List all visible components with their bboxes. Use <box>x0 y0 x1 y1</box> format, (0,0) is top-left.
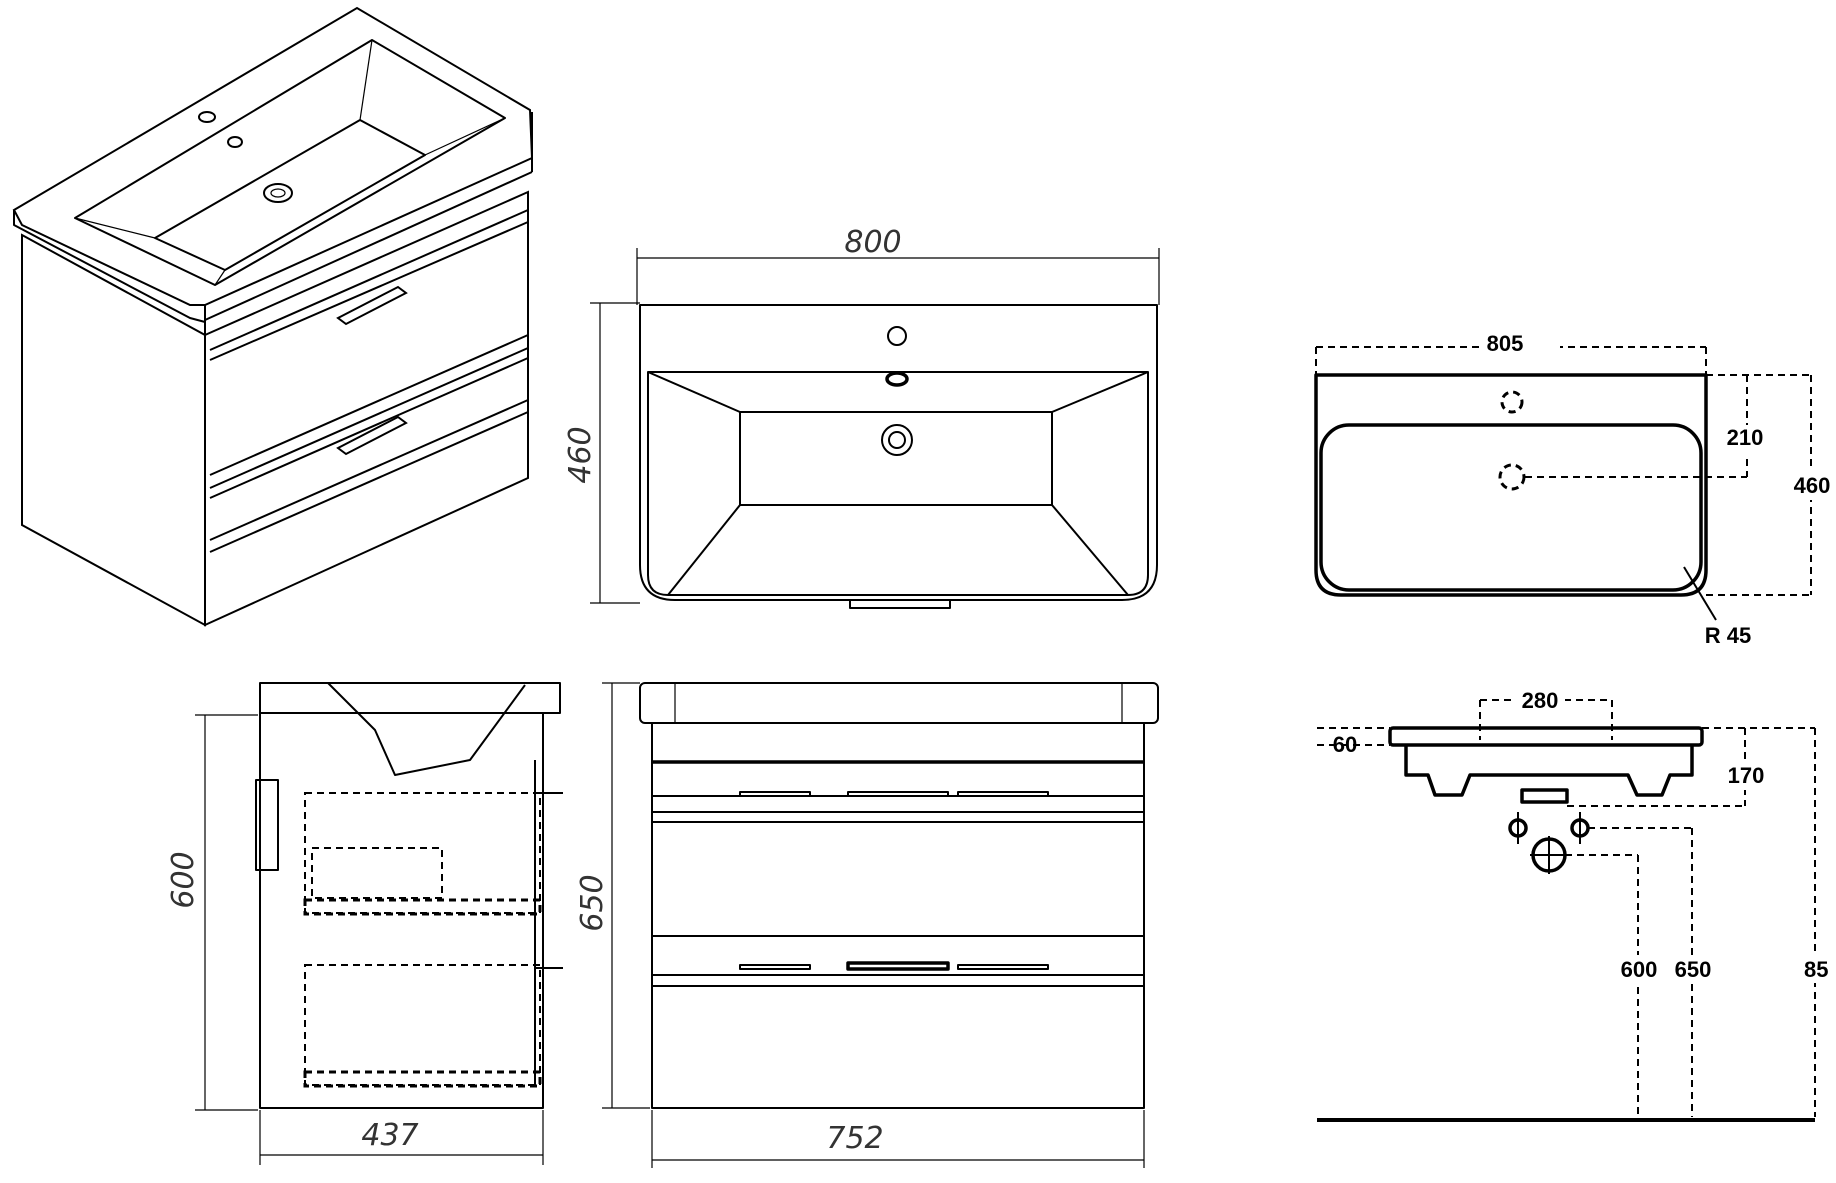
side-view-lower-drawer <box>304 964 541 1086</box>
plan-outline <box>1314 373 1708 597</box>
front-view-basin-slab <box>639 682 1159 724</box>
top-view-tap-hole <box>887 326 907 346</box>
bowl-edge-1 <box>74 217 156 239</box>
basin-front-edge <box>13 210 206 323</box>
drain-hole <box>263 183 293 203</box>
dim-label-600: 600 <box>166 851 201 908</box>
front-view-handle-lower-left <box>739 964 811 970</box>
plan-dim-label-210: 210 <box>1727 425 1764 450</box>
side-view: 600 437 <box>166 682 563 1165</box>
drawer-divider-line-2 <box>209 347 529 489</box>
drain-hole-inner <box>270 188 286 198</box>
top-view-overflow-hole <box>885 371 909 387</box>
dim-label-800: 800 <box>844 225 901 260</box>
side-view-lower-drawer-base <box>303 1070 542 1088</box>
elev-label-280-bg <box>1515 684 1565 714</box>
top-view: 800 460 <box>563 225 1160 609</box>
plan-view: 805 210 460 R 45 <box>1314 330 1836 648</box>
top-view-drain-hole-inner <box>888 431 906 449</box>
bowl-edge-4 <box>214 269 226 286</box>
elev-basin-body <box>1404 745 1694 797</box>
elev-dim-label-60: 60 <box>1333 732 1357 757</box>
top-view-drain-hole <box>881 424 913 456</box>
front-view-handle-lower-right <box>957 964 1049 970</box>
elev-label-600-bg <box>1615 955 1663 983</box>
elev-dim-label-650: 650 <box>1675 957 1712 982</box>
plan-label-805-bg <box>1480 330 1560 360</box>
drawer-bottom-line <box>209 399 529 541</box>
plan-bowl <box>1319 423 1703 592</box>
plan-dim-label-460: 460 <box>1794 473 1831 498</box>
top-view-bowl-edge-2 <box>1051 371 1149 413</box>
top-view-bowl-edge-4 <box>1051 504 1129 596</box>
top-view-bowl-edge-3 <box>667 504 741 596</box>
drawer-divider-line-3 <box>209 357 529 499</box>
elev-label-650-bg <box>1668 955 1716 983</box>
basin-top-face <box>12 6 534 306</box>
side-view-wall-bracket <box>255 779 279 871</box>
front-view-handle-lower-mid <box>846 961 950 971</box>
elev-drain-outlet <box>1520 788 1569 804</box>
plan-tap-hole <box>1500 390 1524 414</box>
elev-label-170-bg <box>1720 760 1770 790</box>
elev-dim-label-85: 85 <box>1804 957 1828 982</box>
isometric-view <box>12 6 534 627</box>
elev-basin-rim <box>1388 726 1704 747</box>
drawer-divider-line <box>209 334 529 476</box>
front-view: 650 752 <box>575 682 1159 1168</box>
cabinet-front-face <box>204 190 529 627</box>
side-view-bowl-profile <box>327 682 526 776</box>
front-view-handle-upper-right <box>957 791 1049 797</box>
side-view-upper-drawer-base <box>303 898 542 916</box>
side-view-upper-drawer <box>304 792 541 914</box>
plan-drain-hole <box>1498 463 1526 491</box>
top-view-bowl-edge-1 <box>647 371 741 413</box>
dim-label-460: 460 <box>563 426 598 483</box>
top-view-drain-tab-rect <box>849 599 951 609</box>
overflow-hole <box>227 136 243 148</box>
drawer-handle-upper <box>336 285 408 326</box>
plan-radius-label: R 45 <box>1705 623 1751 648</box>
elev-dim-label-280: 280 <box>1522 688 1559 713</box>
elevation-view: 280 60 170 600 650 85 <box>1317 684 1836 1122</box>
tap-hole <box>198 111 216 123</box>
plan-label-210-bg <box>1722 425 1772 455</box>
plan-label-460-bg <box>1786 470 1836 500</box>
drawer-bottom-line-2 <box>209 411 529 553</box>
drawer-top-line <box>209 209 529 351</box>
elev-dim-label-600: 600 <box>1621 957 1658 982</box>
dim-label-650: 650 <box>575 874 610 931</box>
top-view-outline <box>639 304 1158 601</box>
front-view-cabinet <box>651 722 1145 1109</box>
drawer-handle-lower <box>336 415 408 456</box>
bowl-edge-2 <box>359 39 373 121</box>
elev-label-85-bg <box>1795 955 1836 983</box>
elev-dim-label-170: 170 <box>1728 763 1765 788</box>
side-view-siphon <box>311 847 443 899</box>
plan-dim-label-805: 805 <box>1487 331 1524 356</box>
basin-rim-lower <box>204 171 533 321</box>
bowl-edge-3 <box>424 117 506 156</box>
front-view-handle-upper-left <box>739 791 811 797</box>
dim-label-437: 437 <box>361 1118 418 1153</box>
dim-label-752: 752 <box>826 1121 883 1156</box>
front-view-handle-upper-mid <box>847 791 949 797</box>
side-view-cabinet <box>259 712 544 1109</box>
plan-radius-leader <box>1683 566 1717 621</box>
drawer-top-line-2 <box>209 221 529 361</box>
